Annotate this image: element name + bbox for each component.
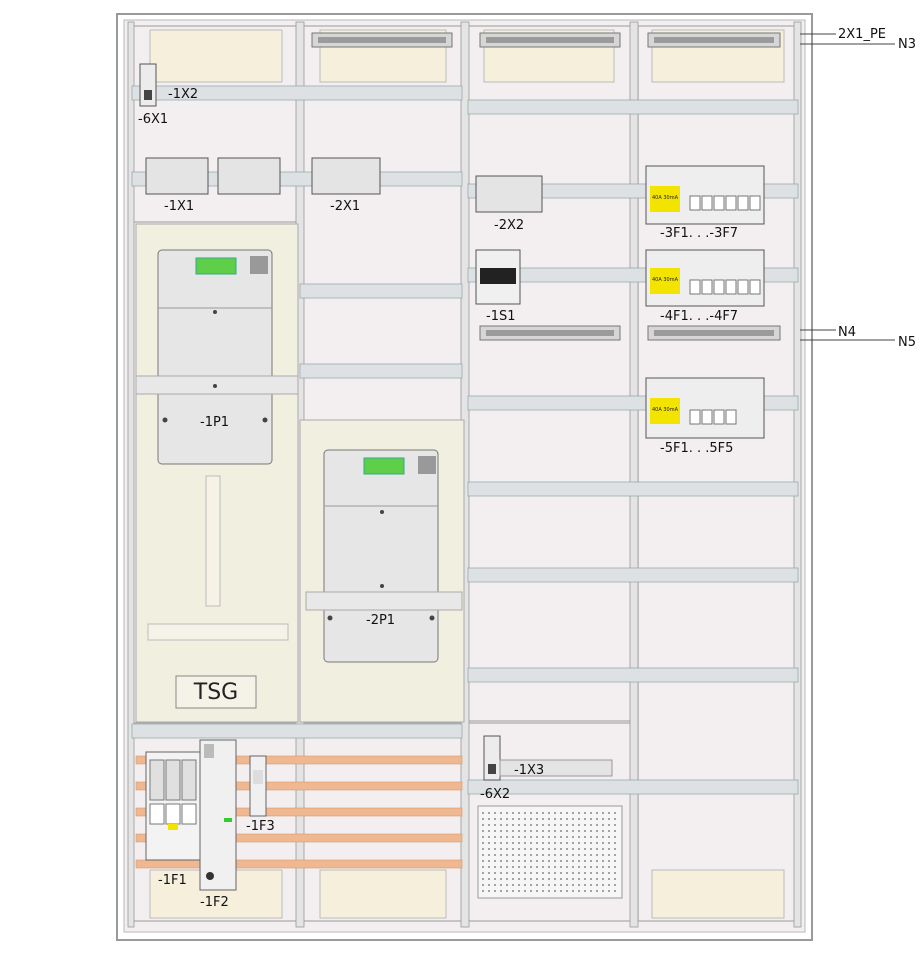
top-cover-plates (149, 29, 785, 83)
meter-slot (205, 475, 221, 607)
label-1x2: -1X2 (168, 87, 198, 102)
label-3f-range: -3F1. . .-3F7 (660, 226, 738, 241)
label-2x1: -2X1 (330, 199, 360, 214)
label-1x1: -1X1 (164, 199, 194, 214)
ventilation-grille (477, 805, 623, 899)
meter-bracket (147, 623, 289, 641)
meter-2p1 (305, 449, 463, 663)
terminal-block-1x1 (145, 157, 281, 195)
label-2x1-pe: 2X1_PE (838, 27, 886, 42)
breaker-1f2 (199, 739, 237, 891)
external-lines (800, 33, 895, 341)
meter-1p1 (135, 249, 299, 465)
main-fuses-1f1 (145, 751, 201, 861)
label-1s1: -1S1 (486, 309, 516, 324)
svg-text:40A 30mA: 40A 30mA (652, 277, 679, 283)
terminal-block-2x2 (475, 175, 543, 213)
label-6x1: -6X1 (138, 112, 168, 127)
label-n3: N3 (898, 37, 916, 52)
label-n4: N4 (838, 325, 856, 340)
label-5f-range: -5F1. . .5F5 (660, 441, 733, 456)
label-2x2: -2X2 (494, 218, 524, 233)
tsg-plate (175, 675, 257, 709)
label-1x3: -1X3 (514, 763, 544, 778)
label-tsg: TSG (193, 680, 238, 705)
switch-1s1 (475, 249, 521, 305)
label-1f1: -1F1 (158, 873, 187, 888)
label-1f3: -1F3 (246, 819, 275, 834)
label-4f-range: -4F1. . .-4F7 (660, 309, 738, 324)
n-terminal-strips-mid (479, 325, 781, 341)
busbars (135, 755, 463, 869)
rcd-mcb-group-4f: 40A 30mA (645, 249, 765, 307)
rcd-mcb-group-5f: 40A 30mA (645, 377, 765, 439)
pe-terminal-strips-top (311, 32, 781, 48)
rj45-6x2 (483, 735, 613, 781)
label-2p1: -2P1 (366, 613, 395, 628)
fuse-1f3 (249, 755, 267, 817)
label-6x2: -6X2 (480, 787, 510, 802)
label-1f2: -1F2 (200, 895, 229, 910)
label-1p1: -1P1 (200, 415, 229, 430)
terminal-block-2x1 (311, 157, 381, 195)
label-n5: N5 (898, 335, 916, 350)
rj45-6x1 (139, 63, 157, 107)
svg-text:40A 30mA: 40A 30mA (652, 195, 679, 201)
svg-text:40A 30mA: 40A 30mA (652, 407, 679, 413)
rcd-mcb-group-3f: 40A 30mA (645, 165, 765, 225)
